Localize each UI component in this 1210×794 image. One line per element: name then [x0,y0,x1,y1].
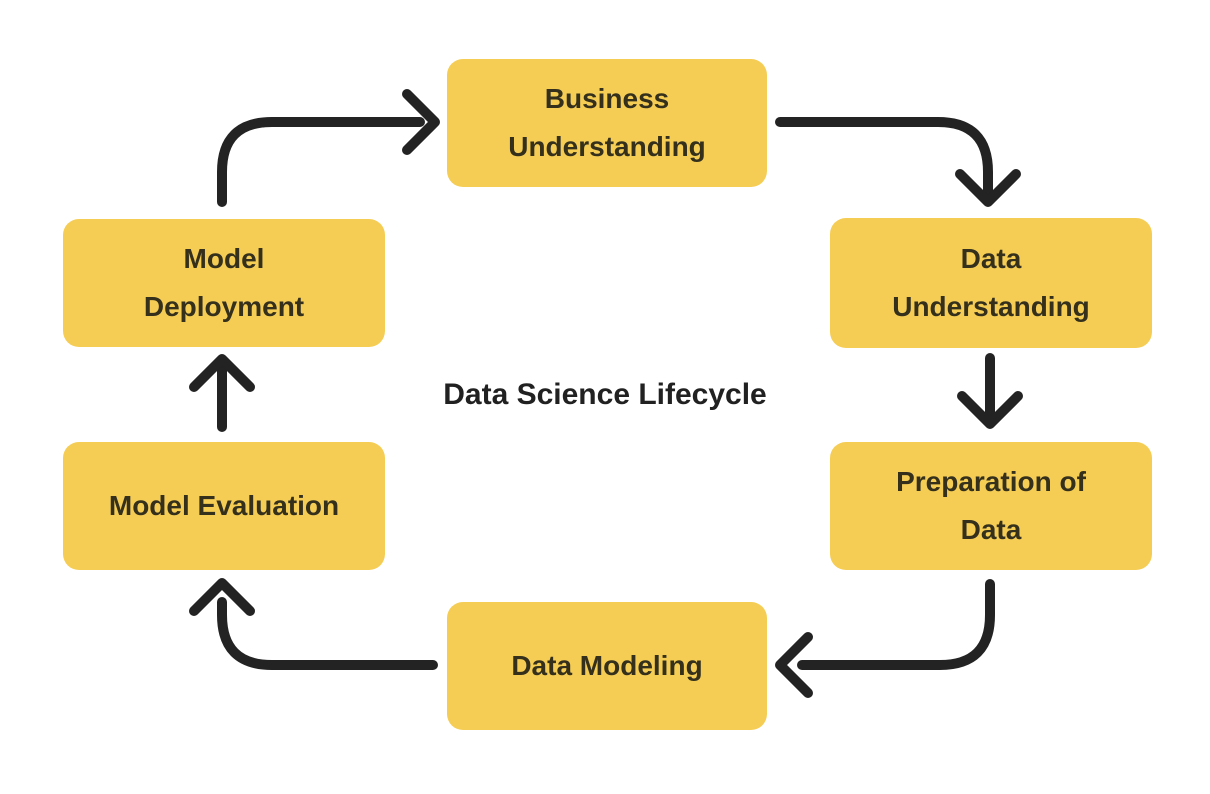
node-business-understanding: Business Understanding [447,59,767,187]
diagram-title: Data Science Lifecycle [443,378,767,411]
arrow-line [775,117,993,201]
arrow-line [217,117,425,207]
node-model-evaluation: Model Evaluation [63,442,385,570]
arrow-line [797,579,995,670]
node-data-modeling: Data Modeling [447,602,767,730]
arrow-preparation-to-data-modeling [775,579,995,698]
node-label-line: Model [183,243,265,274]
arrow-data-understanding-to-preparation [957,353,1023,429]
arrow-head-icon [955,169,1021,207]
arrow-business-to-data-understanding [775,117,1021,207]
node-label-line: Model Evaluation [108,490,340,521]
node-label-line: Data [960,514,1022,545]
node-label-line: Data Modeling [511,650,703,681]
node-data-understanding: Data Understanding [830,218,1152,348]
node-model-deployment: Model Deployment [63,219,385,347]
node-preparation-of-data: Preparation of Data [830,442,1152,570]
arrow-data-modeling-to-model-evaluation [189,578,438,670]
arrow-head-icon [402,89,440,155]
arrow-model-deployment-to-business [217,89,440,207]
arrow-head-icon [957,391,1023,429]
node-label-line: Understanding [508,131,706,162]
arrow-line [217,597,438,670]
node-label-line: Deployment [143,291,305,322]
node-label-line: Business [544,83,670,114]
node-label-line: Data [960,243,1022,274]
arrow-model-evaluation-to-model-deployment [189,354,255,432]
node-label-line: Preparation of [896,466,1086,497]
arrow-head-icon [189,354,255,392]
node-label-line: Understanding [892,291,1090,322]
arrow-head-icon [189,578,255,616]
arrow-head-icon [775,632,813,698]
